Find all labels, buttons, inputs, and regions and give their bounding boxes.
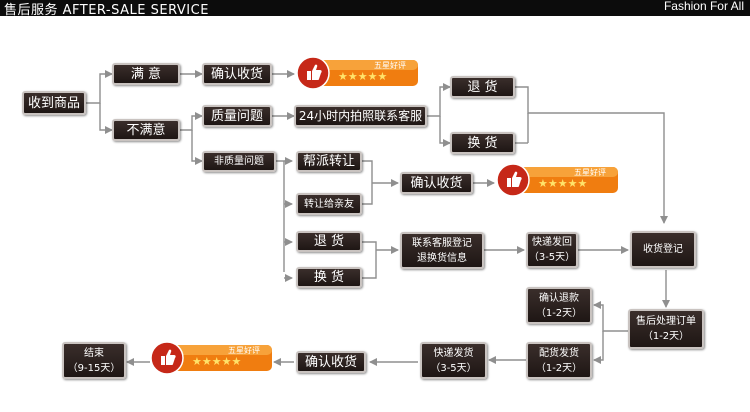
node-exchange-top: 换 货 xyxy=(450,132,515,154)
node-confirm-receipt-top: 确认收货 xyxy=(202,63,272,85)
node-end-line2: （9-15天） xyxy=(67,362,121,374)
node-return-mid: 退 货 xyxy=(296,231,362,252)
node-help-transfer: 帮派转让 xyxy=(296,151,362,172)
node-unsatisfied-label: 不满意 xyxy=(126,122,166,138)
node-deliver: 配货发货 （1-2天） xyxy=(526,342,592,379)
node-exchange-mid: 换 货 xyxy=(296,267,362,288)
node-contact-service-line1: 联系客服登记 xyxy=(412,237,472,249)
badge-label: 五星好评 xyxy=(574,168,606,177)
badge-shape xyxy=(314,60,418,86)
five-star-badge-top: 五星好评 ★★★★★ xyxy=(296,56,420,90)
node-confirm-receipt-top-label: 确认收货 xyxy=(210,66,263,82)
connector-nonquality-options xyxy=(276,160,285,272)
badge-shape xyxy=(168,345,272,371)
node-receipt-register-label: 收货登记 xyxy=(643,244,683,255)
node-receive-goods: 收到商品 xyxy=(22,91,86,115)
star-icon: ★★★★★ xyxy=(192,355,242,368)
node-exchange-top-label: 换 货 xyxy=(467,135,498,151)
node-confirm-refund: 确认退款 （1-2天） xyxy=(526,287,592,324)
node-after-sale-order-line2: （1-2天） xyxy=(642,331,690,342)
node-confirm-receipt-bottom: 确认收货 xyxy=(296,351,366,373)
node-quality-issue-label: 质量问题 xyxy=(210,108,263,124)
connector-photo-exchange xyxy=(439,116,451,147)
node-confirm-refund-line2: （1-2天） xyxy=(535,307,583,319)
star-icon: ★★★★★ xyxy=(338,70,388,83)
node-express-ship: 快递发货 （3-5天） xyxy=(420,342,487,379)
node-return-mid-label: 退 货 xyxy=(313,234,345,249)
connector-order-deliver xyxy=(593,331,604,364)
five-star-badge-mid: 五星好评 ★★★★★ xyxy=(496,163,620,197)
thumbs-up-icon xyxy=(150,341,184,375)
node-help-transfer-label: 帮派转让 xyxy=(302,154,355,169)
node-transfer-friend: 转让给亲友 xyxy=(296,193,362,215)
thumbs-up-icon xyxy=(296,56,330,90)
node-after-sale-order-line1: 售后处理订单 xyxy=(636,316,696,327)
header-tagline: Fashion For All xyxy=(663,0,744,13)
connector-order-refund xyxy=(593,301,628,332)
connector-return-register xyxy=(515,86,668,224)
node-end-line1: 结束 xyxy=(84,347,104,359)
node-non-quality-issue: 非质量问题 xyxy=(202,151,276,172)
connector-transfer-confirm xyxy=(362,160,373,205)
badge-label: 五星好评 xyxy=(374,61,406,70)
connector-unsatisfied-quality xyxy=(180,112,203,131)
connector-returnmid-contact xyxy=(362,241,377,279)
connector-photo-return xyxy=(427,83,451,117)
node-end: 结束 （9-15天） xyxy=(62,342,126,379)
badge-shape xyxy=(514,167,618,193)
thumbs-up-icon xyxy=(496,163,530,197)
node-transfer-friend-label: 转让给亲友 xyxy=(304,198,354,210)
connector-receive-satisfied xyxy=(85,70,113,104)
node-confirm-receipt-bottom-label: 确认收货 xyxy=(304,354,357,370)
node-quality-issue: 质量问题 xyxy=(202,105,272,127)
node-exchange-mid-label: 换 货 xyxy=(313,270,345,285)
node-return-top: 退 货 xyxy=(450,76,515,98)
node-return-top-label: 退 货 xyxy=(467,79,498,95)
star-icon: ★★★★★ xyxy=(538,177,588,190)
node-contact-service: 联系客服登记 退换货信息 xyxy=(400,232,484,269)
header-bar: 售后服务 AFTER-SALE SERVICE Fashion For All xyxy=(0,0,750,18)
node-confirm-receipt-mid: 确认收货 xyxy=(400,172,473,194)
node-unsatisfied: 不满意 xyxy=(112,119,180,141)
five-star-badge-bottom: 五星好评 ★★★★★ xyxy=(150,341,274,375)
node-confirm-refund-line1: 确认退款 xyxy=(539,292,579,304)
page-title: 售后服务 AFTER-SALE SERVICE xyxy=(4,3,209,18)
node-deliver-line1: 配货发货 xyxy=(539,347,579,359)
node-non-quality-issue-label: 非质量问题 xyxy=(214,156,264,167)
node-ship-back-line1: 快递发回 xyxy=(532,237,572,248)
connector-receive-unsatisfied xyxy=(99,103,113,134)
node-express-ship-line2: （3-5天） xyxy=(430,362,477,374)
node-after-sale-order: 售后处理订单 （1-2天） xyxy=(628,309,704,349)
node-receive-goods-label: 收到商品 xyxy=(27,95,80,111)
node-contact-service-line2: 退换货信息 xyxy=(417,252,467,264)
node-satisfied-label: 满 意 xyxy=(130,66,162,82)
node-confirm-receipt-mid-label: 确认收货 xyxy=(410,175,463,191)
node-express-ship-line1: 快递发货 xyxy=(433,347,474,359)
node-ship-back-line2: （3-5天） xyxy=(528,252,576,263)
node-ship-back: 快递发回 （3-5天） xyxy=(526,232,578,268)
node-satisfied: 满 意 xyxy=(112,63,180,85)
badge-label: 五星好评 xyxy=(228,346,260,355)
node-photo-contact-label: 24小时内拍照联系客服 xyxy=(298,108,423,123)
node-receipt-register: 收货登记 xyxy=(630,231,696,268)
node-photo-contact: 24小时内拍照联系客服 xyxy=(294,105,427,127)
connector-unsatisfied-nonquality xyxy=(191,130,203,165)
node-deliver-line2: （1-2天） xyxy=(535,362,583,374)
